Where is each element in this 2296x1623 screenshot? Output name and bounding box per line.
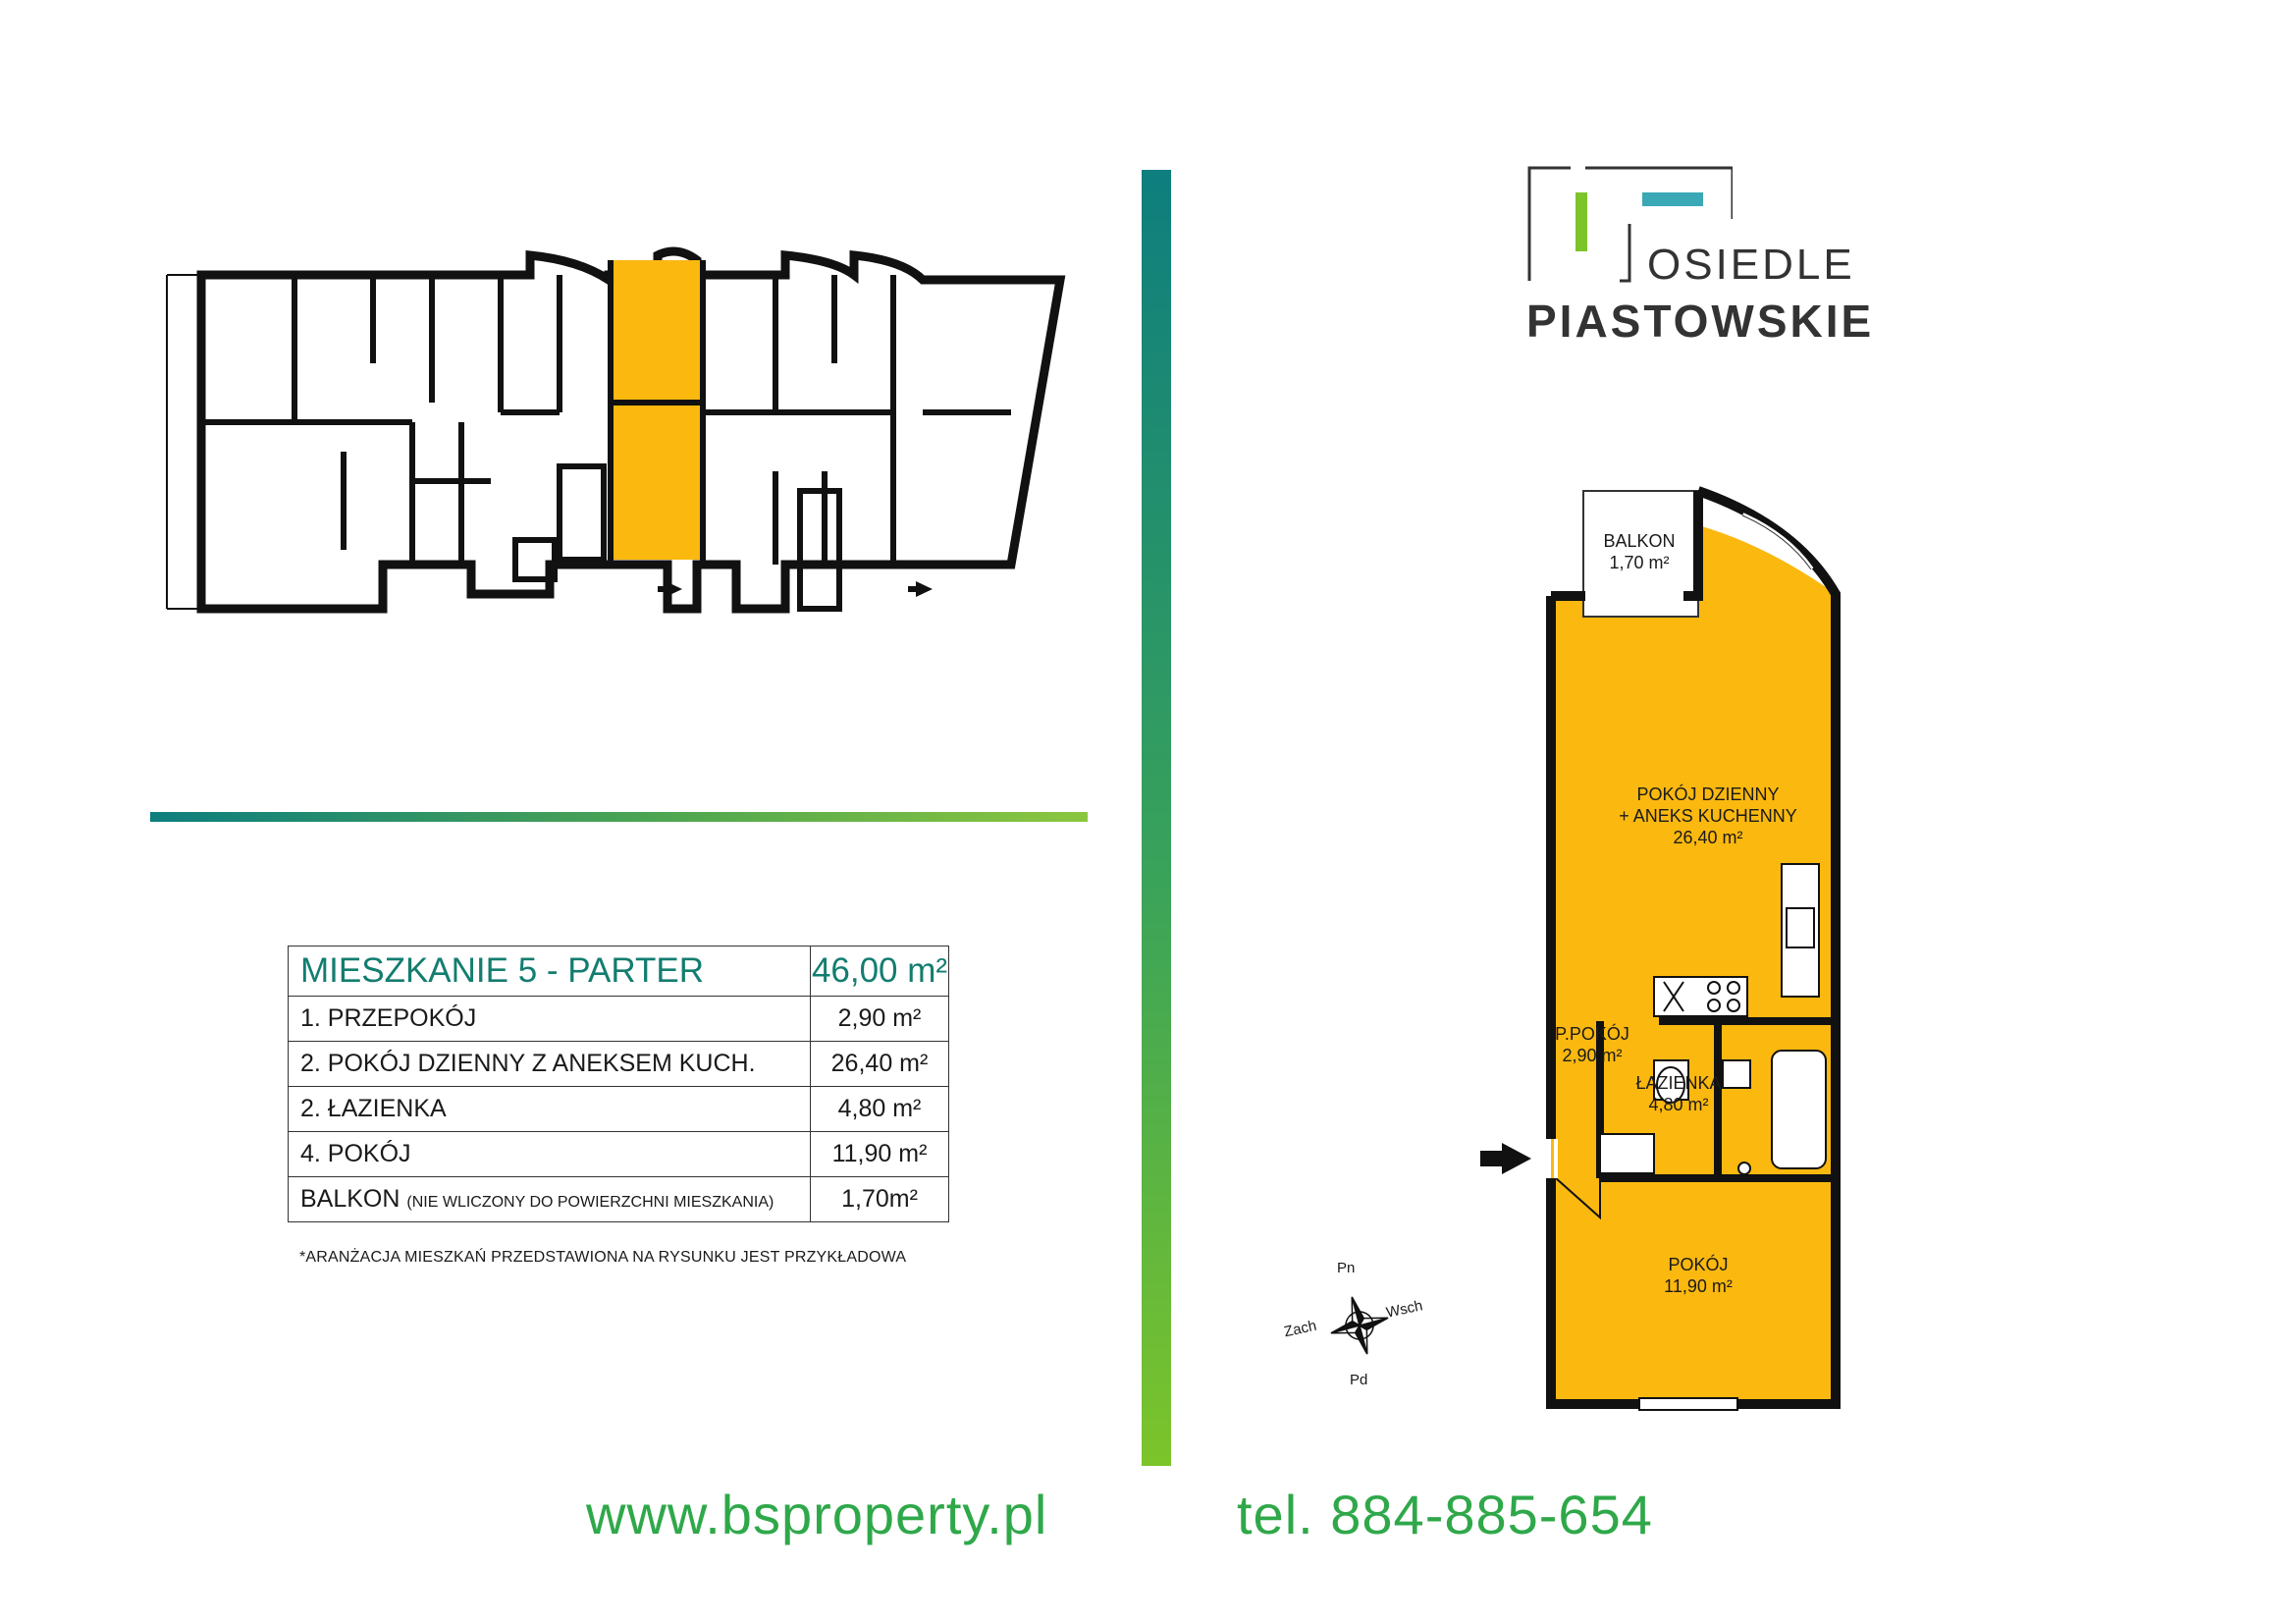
compass-icon xyxy=(1330,1296,1389,1355)
room-area: 1,70m² xyxy=(810,1176,949,1222)
table-row: 4. POKÓJ 11,90 m² xyxy=(288,1131,949,1177)
bathroom-area: 4,80 m² xyxy=(1648,1095,1709,1114)
table-row: 2. ŁAZIENKA 4,80 m² xyxy=(288,1086,949,1132)
horizontal-divider xyxy=(150,812,1088,822)
bathroom-label: ŁAZIENKA 4,80 m² xyxy=(1629,1072,1728,1115)
floor-plan-drawing xyxy=(1480,486,1841,1411)
room-name: 4. POKÓJ xyxy=(288,1131,811,1177)
table-row: BALKON (NIE WLICZONY DO POWIERZCHNI MIES… xyxy=(288,1176,949,1222)
balcony-row-label: BALKON (NIE WLICZONY DO POWIERZCHNI MIES… xyxy=(288,1176,811,1222)
bathroom-name: ŁAZIENKA xyxy=(1635,1073,1722,1093)
unit-area-table: MIESZKANIE 5 - PARTER 46,00 m² 1. PRZEPO… xyxy=(288,946,949,1222)
unit-title: MIESZKANIE 5 - PARTER xyxy=(288,946,811,997)
vertical-divider xyxy=(1142,170,1171,1466)
room-area: 4,80 m² xyxy=(810,1086,949,1132)
room-name: 2. ŁAZIENKA xyxy=(288,1086,811,1132)
building-site-plan xyxy=(166,246,1066,614)
disclaimer-note: *ARANŻACJA MIESZKAŃ PRZEDSTAWIONA NA RYS… xyxy=(299,1249,907,1266)
room-name: 1. PRZEPOKÓJ xyxy=(288,996,811,1042)
room-area: 26,40 m² xyxy=(810,1041,949,1087)
highlighted-unit xyxy=(613,260,701,560)
hallway-name: P.POKÓJ xyxy=(1555,1024,1629,1044)
compass-south: Pd xyxy=(1350,1372,1368,1388)
living-room-name-2: + ANEKS KUCHENNY xyxy=(1619,806,1797,826)
apartment-floor-plan: BALKON 1,70 m² POKÓJ DZIENNY + ANEKS KUC… xyxy=(1472,471,1865,1434)
balcony-area: 1,70 m² xyxy=(1609,553,1670,572)
living-room-label: POKÓJ DZIENNY + ANEKS KUCHENNY 26,40 m² xyxy=(1580,784,1836,848)
table-row: 2. POKÓJ DZIENNY Z ANEKSEM KUCH. 26,40 m… xyxy=(288,1041,949,1087)
balcony-note: (NIE WLICZONY DO POWIERZCHNI MIESZKANIA) xyxy=(406,1194,774,1211)
compass-rose: Pn Pd Zach Wsch xyxy=(1276,1260,1443,1389)
hallway-area: 2,90 m² xyxy=(1562,1046,1623,1065)
balcony-name: BALKON xyxy=(1603,531,1676,551)
table-row: 1. PRZEPOKÓJ 2,90 m² xyxy=(288,996,949,1042)
balcony-label: BALKON 1,70 m² xyxy=(1590,530,1688,573)
logo-line-1: OSIEDLE xyxy=(1647,241,1855,289)
logo-line-2: PIASTOWSKIE xyxy=(1526,296,1875,347)
phone-number[interactable]: tel. 884-885-654 xyxy=(1237,1484,1653,1545)
room-name: 2. POKÓJ DZIENNY Z ANEKSEM KUCH. xyxy=(288,1041,811,1087)
unit-total-area: 46,00 m² xyxy=(810,946,949,997)
bedroom-label: POKÓJ 11,90 m² xyxy=(1639,1254,1757,1297)
bedroom-name: POKÓJ xyxy=(1668,1255,1729,1274)
living-room-name: POKÓJ DZIENNY xyxy=(1636,784,1780,804)
website-link[interactable]: www.bsproperty.pl xyxy=(586,1484,1048,1545)
living-room-area: 26,40 m² xyxy=(1673,828,1743,847)
hallway-label: P.POKÓJ 2,90 m² xyxy=(1553,1023,1631,1066)
osiedle-logo-mark xyxy=(1527,166,1733,283)
room-area: 2,90 m² xyxy=(810,996,949,1042)
table-header-row: MIESZKANIE 5 - PARTER 46,00 m² xyxy=(288,946,949,997)
room-area: 11,90 m² xyxy=(810,1131,949,1177)
room-name: BALKON xyxy=(300,1185,400,1213)
compass-north: Pn xyxy=(1337,1260,1356,1276)
bedroom-area: 11,90 m² xyxy=(1664,1276,1733,1296)
